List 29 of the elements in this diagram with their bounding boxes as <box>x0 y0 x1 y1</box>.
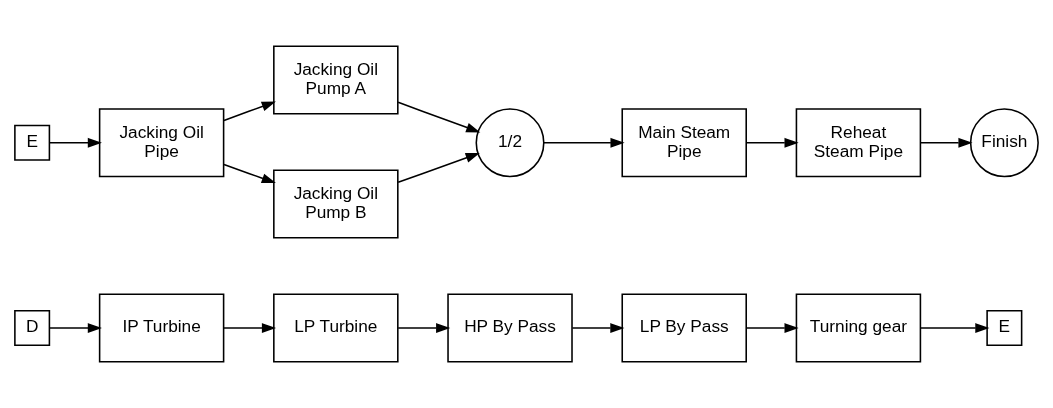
node-box: Jacking Oil Pump B <box>273 169 399 239</box>
arrow <box>397 101 481 133</box>
arrow <box>919 137 973 148</box>
node-box: Turning gear <box>795 293 922 363</box>
node-box: Reheat Steam Pipe <box>795 108 922 178</box>
arrow <box>397 153 480 184</box>
node-box: Main Steam Pipe <box>621 108 747 178</box>
node-box: Jacking Oil Pipe <box>98 108 225 178</box>
node-box: Jacking Oil Pump A <box>273 45 399 115</box>
node-box: LP Turbine <box>273 293 399 363</box>
arrow <box>542 137 625 148</box>
node-box: E <box>14 124 51 161</box>
node-circle: 1/2 <box>475 108 545 178</box>
node-circle: Finish <box>969 108 1039 178</box>
node-box: D <box>14 309 51 347</box>
node-box: E <box>986 309 1023 347</box>
arrow <box>745 137 799 148</box>
arrow <box>223 163 276 184</box>
node-box: LP By Pass <box>621 293 747 363</box>
arrow <box>571 323 625 333</box>
node-box: IP Turbine <box>98 293 225 363</box>
arrow <box>223 101 276 122</box>
arrow <box>745 323 799 333</box>
arrow <box>223 323 277 333</box>
arrow <box>48 323 102 333</box>
arrow <box>919 323 990 333</box>
arrow <box>48 137 102 148</box>
arrow <box>397 323 451 333</box>
node-box: HP By Pass <box>447 293 573 363</box>
